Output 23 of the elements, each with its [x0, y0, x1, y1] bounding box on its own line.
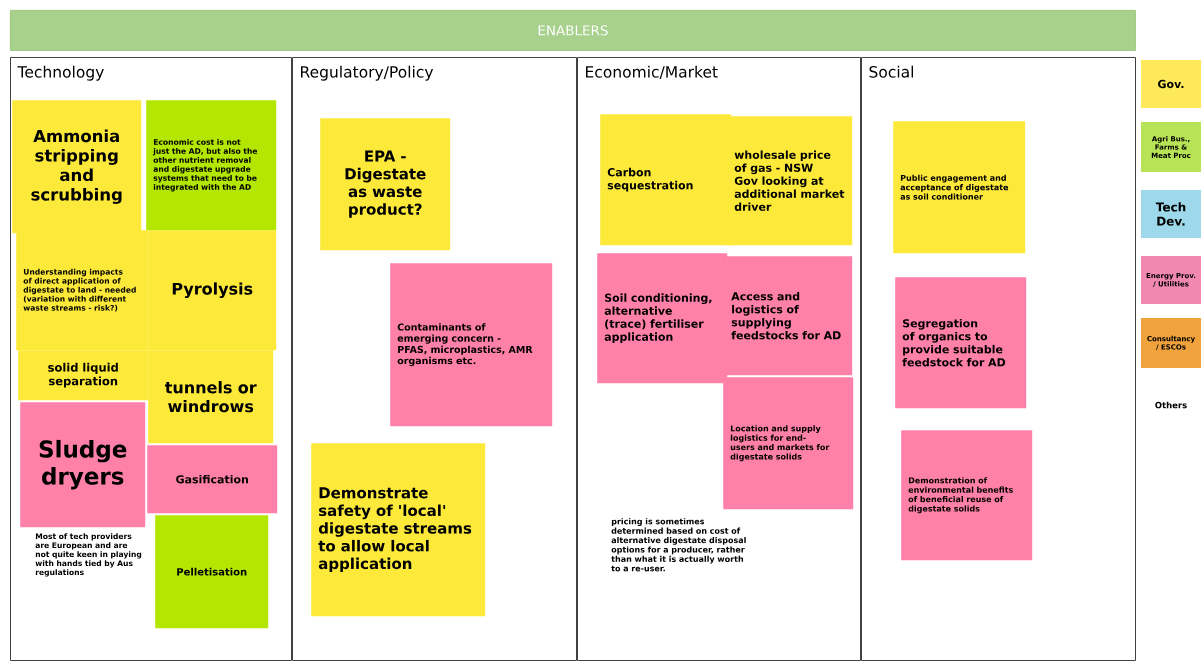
sticky-note: Contaminants of emerging concern - PFAS, microplastics, AMR organisms etc. — [390, 263, 553, 427]
sticky-note: Soil conditioning, alternative (trace) fertiliser application — [597, 253, 728, 384]
sticky-note: Sludge dryers — [20, 402, 146, 528]
sticky-note: Segregation of organics to provide suitable feedstock for AD — [895, 277, 1027, 409]
sticky-note: Access and logistics of supplying feedstocks for AD — [724, 256, 853, 376]
sticky-note: Pyrolysis — [148, 230, 277, 351]
sticky-note: Gasification — [147, 445, 278, 514]
banner: ENABLERS — [10, 10, 1136, 51]
sticky-note: solid liquid separation — [18, 350, 149, 401]
sticky-note: Pelletisation — [155, 515, 269, 629]
note-text: pricing is sometimes determined based on cost of alternative digestate disposal options for a producer, rather than what it is actually worth to a re-user. — [611, 518, 746, 572]
sticky-note: Public engagement and acceptance of digestate as soil conditioner — [893, 121, 1026, 254]
sticky-note: Demonstrate safety of 'local' digestate streams to allow local application — [311, 443, 486, 617]
sticky-note: wholesale price of gas - NSW Gov looking at additional market driver — [727, 116, 853, 246]
sticky-note: tunnels or windrows — [148, 350, 274, 444]
sticky-note: Carbon sequestration — [600, 114, 732, 246]
sticky-note: Location and supply logistics for end-users and markets for digestate solids — [723, 377, 854, 510]
legend-label: Others — [1155, 401, 1187, 409]
sticky-note: Ammonia stripping and scrubbing — [12, 100, 142, 234]
legend-key: Gov. — [1141, 60, 1201, 108]
sticky-note: EPA - Digestate as waste product? — [320, 118, 451, 251]
sticky-note: Demonstration of environmental benefits of beneficial reuse of digestate solids — [901, 430, 1033, 561]
legend-key: Tech Dev. — [1141, 190, 1201, 238]
